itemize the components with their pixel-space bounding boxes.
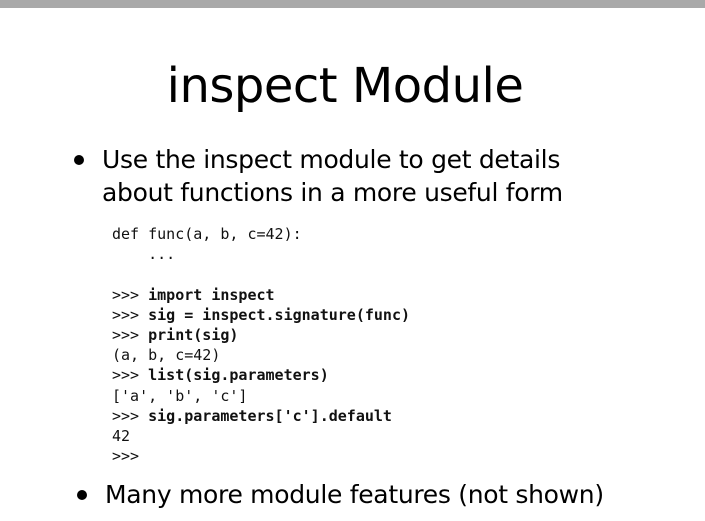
code-line: >>> <box>112 446 410 466</box>
code-output: ['a', 'b', 'c'] <box>112 386 248 405</box>
code-output: def func(a, b, c=42): <box>112 225 302 243</box>
code-line: >>> import inspect <box>112 285 410 305</box>
code-output: (a, b, c=42) <box>112 346 221 365</box>
bullet-dot-icon <box>74 155 84 165</box>
code-line: >>> sig.parameters['c'].default <box>112 406 410 426</box>
code-prompt: >>> <box>112 325 149 344</box>
code-prompt: >>> <box>112 305 149 324</box>
code-line: >>> sig = inspect.signature(func) <box>112 305 410 325</box>
code-output: ... <box>112 245 176 264</box>
code-prompt: >>> <box>112 285 149 304</box>
code-prompt: >>> <box>112 406 149 425</box>
bullet-item-1: Use the inspect module to get details ab… <box>74 143 634 209</box>
code-input: sig.parameters['c'].default <box>148 406 392 425</box>
code-line: 42 <box>112 426 410 446</box>
code-line: def func(a, b, c=42): <box>112 224 410 244</box>
bullet-text-2: Many more module features (not shown) <box>105 480 604 509</box>
code-line: (a, b, c=42) <box>112 345 410 365</box>
code-input: list(sig.parameters) <box>148 366 329 385</box>
code-prompt: >>> <box>112 366 149 385</box>
bullet-dot-icon <box>77 490 87 500</box>
slide-title: inspect Module <box>166 58 524 114</box>
code-input: print(sig) <box>148 325 239 344</box>
bullet-text-1: Use the inspect module to get details ab… <box>102 145 563 207</box>
code-prompt: >>> <box>112 447 140 466</box>
code-line: ['a', 'b', 'c'] <box>112 386 410 406</box>
code-input: import inspect <box>148 285 275 304</box>
code-line: ... <box>112 244 410 264</box>
code-line <box>112 264 410 284</box>
top-bar <box>0 0 705 8</box>
bullet-item-2: Many more module features (not shown) <box>77 478 677 511</box>
code-line: >>> list(sig.parameters) <box>112 365 410 385</box>
code-line: >>> print(sig) <box>112 325 410 345</box>
code-input: sig = inspect.signature(func) <box>148 305 411 324</box>
code-example: def func(a, b, c=42): ... >>> import insp… <box>112 224 410 466</box>
code-output: 42 <box>112 426 131 445</box>
